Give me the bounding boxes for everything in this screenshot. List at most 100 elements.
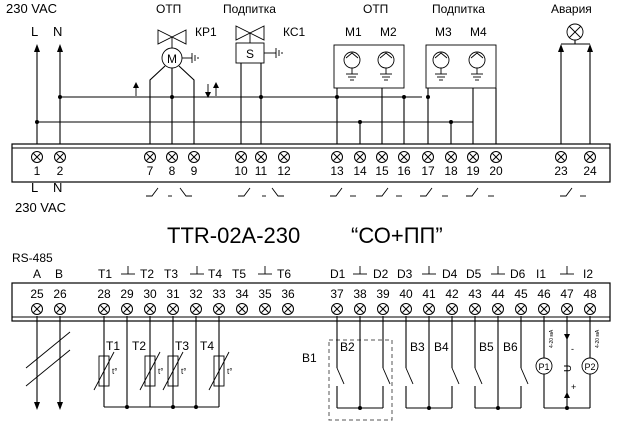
terminal-number: 42: [445, 287, 459, 301]
terminal-screw: [213, 303, 225, 315]
m3-label: M3: [435, 25, 452, 39]
terminal-screw: [561, 303, 573, 315]
label-T1: T1: [98, 267, 112, 281]
solenoid-letter: S: [246, 47, 254, 61]
input-B4: B4: [434, 340, 449, 354]
sensor-T4: T4: [200, 339, 214, 353]
terminal-number: 9: [191, 164, 198, 178]
terminal-number: 41: [422, 287, 436, 301]
terminal-number: 33: [212, 287, 226, 301]
sensor-T1: T1: [106, 339, 120, 353]
top-terminal-strip: [11, 143, 611, 183]
terminal-screw: [492, 303, 504, 315]
terminal-screw: [445, 151, 457, 163]
sensor-P1: P1: [538, 362, 549, 372]
terminal-screw: [31, 151, 43, 163]
rs485-twisted-pair: [25, 316, 71, 410]
label-D3: D3: [397, 267, 413, 281]
terminal-number: 20: [489, 164, 503, 178]
terminal-screw: [236, 303, 248, 315]
label-D5: D5: [466, 267, 482, 281]
sensor-T3: T3: [175, 339, 189, 353]
terminal-screw: [190, 303, 202, 315]
terminal-number: 32: [189, 287, 203, 301]
terminal-number: 46: [537, 287, 551, 301]
terminal-number: 15: [375, 164, 389, 178]
terminal-screw: [376, 151, 388, 163]
alarm-label: Авария: [551, 2, 592, 16]
pumps-podpitka: [425, 44, 497, 150]
terminal-number: 16: [397, 164, 411, 178]
terminal-screw: [446, 303, 458, 315]
m2-label: M2: [380, 25, 397, 39]
input-B2: B2: [340, 340, 355, 354]
terminal-screw: [255, 151, 267, 163]
terminal-number: 17: [421, 164, 435, 178]
terminal-screw: [538, 303, 550, 315]
terminal-number: 29: [120, 287, 134, 301]
terminal-screw: [235, 151, 247, 163]
terminal-screw: [515, 303, 527, 315]
terminal-number: 19: [466, 164, 480, 178]
terminal-number: 35: [258, 287, 272, 301]
label-D1: D1: [330, 267, 346, 281]
input-B1: B1: [302, 351, 317, 365]
terminal-screw: [354, 303, 366, 315]
terminal-screw: [282, 303, 294, 315]
terminal-number: 28: [97, 287, 111, 301]
ks1-label: КС1: [283, 25, 306, 39]
terminal-number: 34: [235, 287, 249, 301]
terminal-screw: [144, 303, 156, 315]
podpitka-pumps-label: Подпитка: [432, 2, 485, 16]
label-B: B: [55, 267, 63, 281]
terminal-screw: [377, 303, 389, 315]
temp-mark-1: t°: [112, 367, 117, 376]
label-T3: T3: [164, 267, 178, 281]
bottom-terminal-strip: [11, 282, 611, 322]
terminal-screw: [166, 151, 178, 163]
terminal-number: 8: [169, 164, 176, 178]
otp-pumps-label: ОТП: [363, 2, 388, 16]
terminal-number: 43: [468, 287, 482, 301]
terminal-number: 30: [143, 287, 157, 301]
terminal-number: 12: [277, 164, 291, 178]
terminal-number: 14: [353, 164, 367, 178]
podpitka-valve-label: Подпитка: [223, 2, 276, 16]
terminal-number: 26: [53, 287, 67, 301]
input-B6: B6: [503, 340, 518, 354]
terminal-screw: [331, 151, 343, 163]
terminal-number: 18: [444, 164, 458, 178]
motor-letter: M: [167, 52, 177, 66]
terminal-screw: [584, 151, 596, 163]
terminal-number: 39: [376, 287, 390, 301]
input-labels: T1 T2 T3 T4 T5 T6 D1 D2 D3 D4 D5 D6 I1 I…: [98, 267, 593, 281]
label-L-under: L: [31, 180, 38, 195]
terminal-number: 48: [583, 287, 597, 301]
terminal-screw: [398, 151, 410, 163]
terminal-number: 10: [234, 164, 248, 178]
terminal-number: 45: [514, 287, 528, 301]
range-P1: 4-20 мА: [549, 329, 555, 348]
terminal-screw: [354, 151, 366, 163]
temp-mark-3: t°: [181, 367, 186, 376]
supply-label-under: 230 VAC: [15, 200, 66, 215]
terminal-screw: [54, 151, 66, 163]
valve-kr1: M: [133, 29, 219, 150]
terminal-screw: [422, 151, 434, 163]
terminal-screw: [467, 151, 479, 163]
terminal-number: 25: [30, 287, 44, 301]
temp-mark-4: t°: [227, 367, 232, 376]
current-inputs: P1 P2 U + - 4-20 мА 4-20 мА: [535, 316, 601, 410]
terminal-screw: [278, 151, 290, 163]
terminal-screw: [490, 151, 502, 163]
terminal-screw: [121, 303, 133, 315]
terminal-number: 23: [554, 164, 568, 178]
terminal-screw: [331, 303, 343, 315]
terminal-screw: [555, 151, 567, 163]
label-D6: D6: [510, 267, 526, 281]
terminal-screw: [144, 151, 156, 163]
terminal-number: 31: [166, 287, 180, 301]
terminal-screw: [259, 303, 271, 315]
